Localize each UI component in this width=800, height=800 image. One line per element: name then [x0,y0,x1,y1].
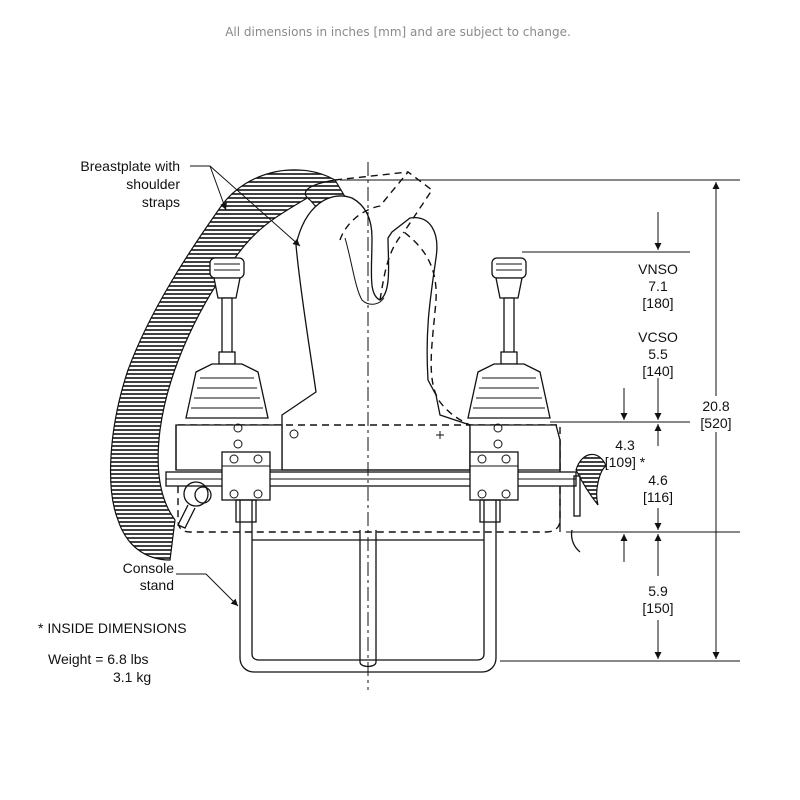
vcso-mm: [140] [642,363,673,379]
inside-height-dimension: 4.3 [109] * [605,437,646,470]
weight-label-kg: 3.1 kg [113,669,151,685]
console-label-line2: stand [140,577,174,593]
stand-height-inches: 5.9 [648,583,668,599]
console-callout: Console stand [123,560,175,593]
enclosure-height-inches: 4.6 [648,472,668,488]
weight-label-lbs: Weight = 6.8 lbs [48,651,149,667]
right-joystick [467,257,551,419]
vnso-dimension: VNSO 7.1 [180] [638,261,678,311]
left-clamp [221,451,271,501]
overall-height-dimension: 20.8 [520] [698,396,738,432]
console-label-line1: Console [123,560,175,576]
strap-ring-icon [183,481,209,507]
stand-height-mm: [150] [642,600,673,616]
inside-dimensions-note: * INSIDE DIMENSIONS [38,620,187,636]
strap-hook-icon [575,453,607,506]
inside-height-mm: [109] * [605,454,646,470]
breastplate [281,195,471,471]
breastplate-alternate-position [334,171,471,426]
vnso-mm: [180] [642,295,673,311]
vcso-dimension: VCSO 5.5 [140] [638,329,678,379]
enclosure-height-mm: [116] [643,489,673,505]
breastplate-label-line1: Breastplate with [80,158,180,174]
breastplate-label-line2: shoulder [126,176,180,192]
enclosure [165,423,607,553]
inside-height-inches: 4.3 [615,437,635,453]
left-joystick [185,257,269,419]
breastplate-label-line3: straps [142,194,180,210]
vcso-label: VCSO [638,329,678,345]
overall-height-mm: [520] [700,415,731,431]
stand-height-dimension: 5.9 [150] [642,583,673,616]
overall-height-inches: 20.8 [702,398,729,414]
units-note: All dimensions in inches [mm] and are su… [225,25,571,39]
enclosure-height-dimension: 4.6 [116] [643,472,673,505]
right-clamp [469,451,519,501]
vcso-inches: 5.5 [648,346,668,362]
vnso-label: VNSO [638,261,678,277]
screw-icons [229,423,511,499]
extension-lines [340,179,740,662]
vnso-inches: 7.1 [648,278,668,294]
breastplate-callout: Breastplate with shoulder straps [80,158,180,210]
